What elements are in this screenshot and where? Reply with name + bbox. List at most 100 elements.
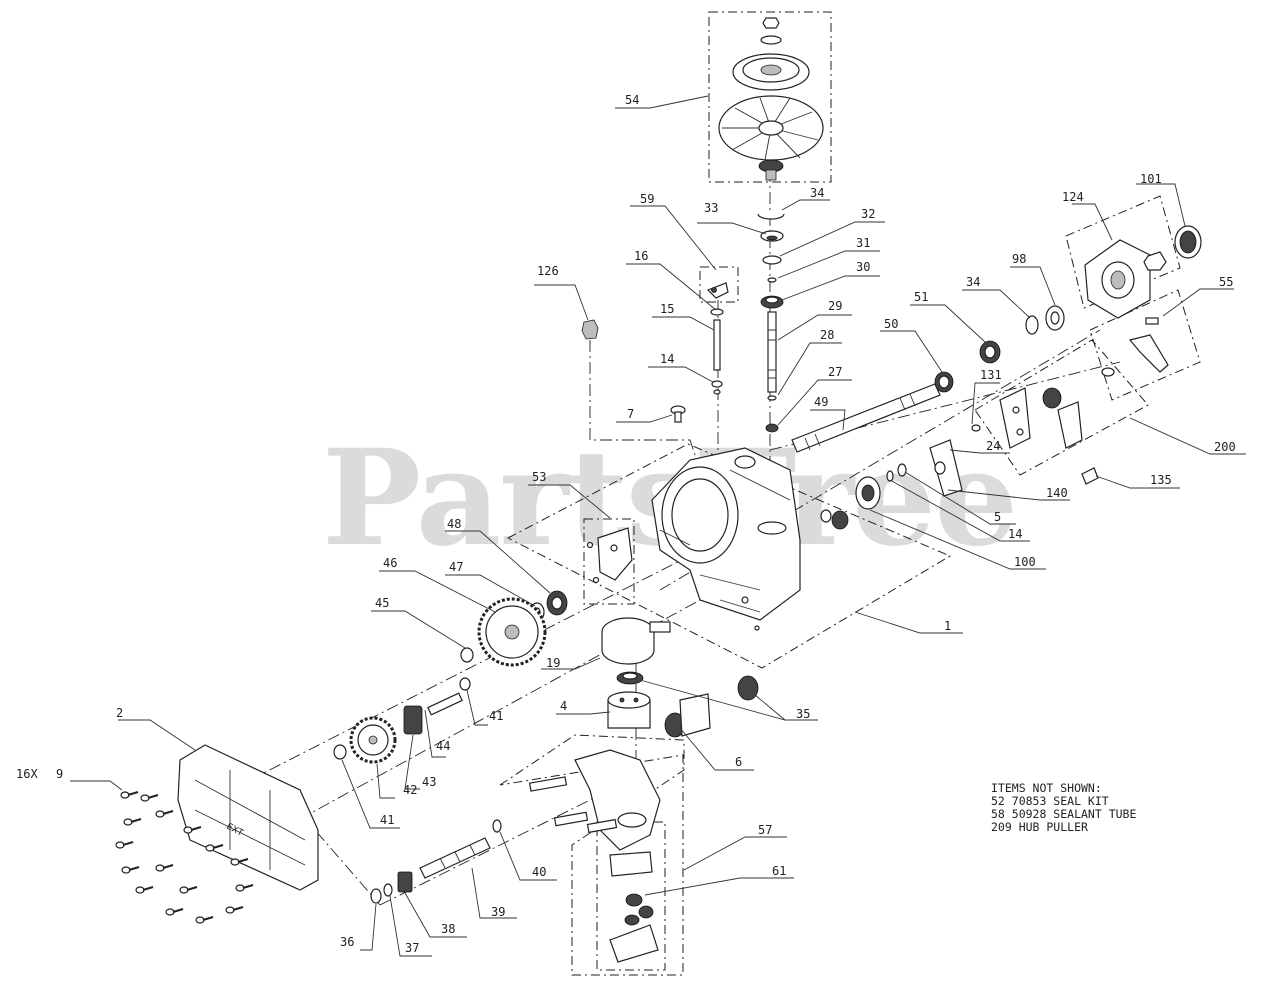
bolt-7 (670, 405, 686, 423)
callout-53: 53 (532, 470, 546, 484)
gear-38 (397, 871, 413, 893)
callout-9: 9 (56, 767, 63, 781)
bearing-50 (934, 371, 954, 393)
callout-29: 29 (828, 299, 842, 313)
callout-40: 40 (532, 865, 546, 879)
callout-59: 59 (640, 192, 654, 206)
cover-bolt (183, 826, 202, 834)
callout-37: 37 (405, 941, 419, 955)
callout-39: 39 (491, 905, 505, 919)
callout-46: 46 (383, 556, 397, 570)
group-124-frame (1065, 195, 1181, 309)
leader-lines (70, 95, 1246, 957)
callout-101: 101 (1140, 172, 1162, 186)
callout-49: 49 (814, 395, 828, 409)
callout-31: 31 (856, 236, 870, 250)
callout-16x: 16X (16, 767, 38, 781)
bull-gear-46 (477, 597, 547, 667)
callout-2: 2 (116, 706, 123, 720)
callout-1: 1 (944, 619, 951, 633)
note-line-2: 58 50928 SEALANT TUBE (991, 807, 1136, 821)
callout-41: 41 (489, 709, 503, 723)
callout-124: 124 (1062, 190, 1084, 204)
cover-bolt (120, 791, 139, 799)
group-57-frame (499, 734, 685, 976)
gear-42 (349, 716, 397, 764)
cover-bolt (195, 916, 214, 924)
cover-bolt (140, 794, 159, 802)
callout-30: 30 (856, 260, 870, 274)
callout-47: 47 (449, 560, 463, 574)
callout-34: 34 (810, 186, 824, 200)
washer-36-37 (370, 883, 393, 904)
washer-41 (333, 677, 471, 760)
main-housing (651, 447, 801, 631)
hub-cap-101 (1174, 225, 1202, 259)
callout-34-hub: 34 (966, 275, 980, 289)
callout-24: 24 (986, 439, 1000, 453)
callout-14-brake: 14 (1008, 527, 1022, 541)
callout-27: 27 (828, 365, 842, 379)
callout-6: 6 (735, 755, 742, 769)
note-line-3: 209 HUB PULLER (991, 820, 1088, 834)
brake-arm-55 (1128, 317, 1169, 373)
group-59-frame (699, 266, 739, 303)
cover-bolt (115, 841, 134, 849)
callout-48: 48 (447, 517, 461, 531)
callout-33: 33 (704, 201, 718, 215)
bearing-35 (616, 671, 759, 701)
callout-140: 140 (1046, 486, 1068, 500)
callout-38: 38 (441, 922, 455, 936)
callout-131: 131 (980, 368, 1002, 382)
fan-pulley-assembly (718, 17, 824, 181)
cylinder-block-4 (607, 691, 651, 729)
callout-5: 5 (994, 510, 1001, 524)
callout-14: 14 (660, 352, 674, 366)
group-55-frame (1089, 289, 1201, 401)
output-shaft-39 (419, 837, 491, 879)
callout-43: 43 (422, 775, 436, 789)
ring-34 (1025, 315, 1039, 335)
cover-bolt (165, 908, 184, 916)
callout-57: 57 (758, 823, 772, 837)
brake-bracket-200 (999, 367, 1115, 449)
callout-32: 32 (861, 207, 875, 221)
callout-36: 36 (340, 935, 354, 949)
callout-labels: 54 34 33 32 31 30 29 28 27 59 16 15 14 7… (16, 93, 1236, 955)
items-not-shown-note: ITEMS NOT SHOWN: 52 70853 SEAL KIT 58 50… (991, 781, 1136, 834)
center-section-57 (528, 749, 661, 851)
washer-98 (1045, 305, 1065, 331)
washer-40 (492, 819, 502, 833)
callout-35: 35 (796, 707, 810, 721)
fan-pulley-group-frame (708, 11, 832, 183)
brake-gear-100 (855, 476, 881, 510)
washer-5-14 (886, 463, 907, 482)
cover-bolt (121, 866, 140, 874)
pump-body-19 (601, 617, 671, 665)
callout-19: 19 (546, 656, 560, 670)
callout-51: 51 (914, 290, 928, 304)
bracket-59 (706, 282, 729, 395)
cover-bolt (225, 906, 244, 914)
callout-50: 50 (884, 317, 898, 331)
cover-bolts-9 (115, 791, 254, 924)
callout-7: 7 (627, 407, 634, 421)
nut-48 (546, 590, 568, 616)
brake-plate-24 (929, 439, 963, 497)
cover-bolt (205, 844, 224, 852)
axle-axis (659, 329, 1101, 591)
cover-bolt (155, 810, 174, 818)
bearing-51 (979, 340, 1001, 364)
hub-124 (1084, 239, 1167, 319)
note-line-1: 52 70853 SEAL KIT (991, 794, 1109, 808)
valve-parts-61 (609, 851, 659, 963)
cover-bolt (179, 886, 198, 894)
pinion-43 (403, 705, 423, 735)
input-shaft-stack (757, 213, 785, 433)
cover-bolt (123, 818, 142, 826)
callout-42: 42 (403, 783, 417, 797)
callout-200: 200 (1214, 440, 1236, 454)
note-title: ITEMS NOT SHOWN: (991, 781, 1102, 795)
cover-bolt (230, 858, 249, 866)
